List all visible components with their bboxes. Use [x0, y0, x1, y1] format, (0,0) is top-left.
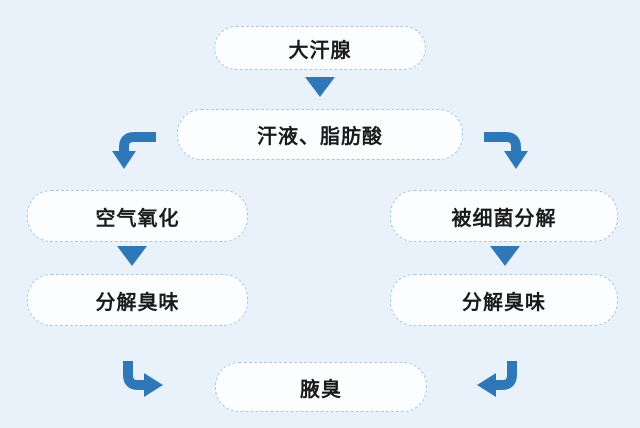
arrow-elbow-down-left-icon [112, 127, 156, 171]
node-label: 分解臭味 [95, 291, 180, 314]
node-bacteria-decompose: 被细菌分解 [390, 190, 618, 242]
arrow-elbow-right-icon [118, 361, 164, 401]
node-label: 大汗腺 [288, 39, 352, 62]
node-apocrine-gland: 大汗腺 [214, 26, 426, 70]
node-label: 空气氧化 [95, 207, 180, 230]
node-label: 汗液、脂肪酸 [257, 126, 383, 148]
arrow-down-icon [490, 246, 520, 266]
node-decompose-odor-left: 分解臭味 [27, 274, 248, 326]
node-armpit-odor: 腋臭 [215, 362, 427, 412]
arrow-down-icon [305, 77, 335, 97]
arrow-elbow-left-icon [476, 361, 522, 401]
arrow-elbow-down-right-icon [484, 127, 528, 171]
node-label: 腋臭 [300, 378, 342, 401]
arrow-down-icon [117, 246, 147, 266]
node-sweat-fatty-acid: 汗液、脂肪酸 [177, 109, 463, 160]
node-air-oxidation: 空气氧化 [27, 190, 248, 242]
node-decompose-odor-right: 分解臭味 [390, 274, 618, 326]
node-label: 分解臭味 [462, 291, 546, 314]
node-label: 被细菌分解 [451, 207, 557, 230]
